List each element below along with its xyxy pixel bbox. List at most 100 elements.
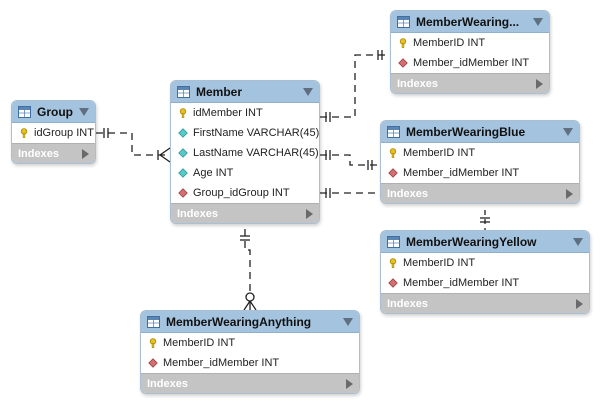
indexes-section[interactable]: Indexes: [381, 293, 589, 313]
column-label: MemberID INT: [413, 37, 486, 49]
collapse-arrow-icon[interactable]: [303, 87, 313, 96]
table-title: Group: [37, 104, 73, 119]
column-row[interactable]: Member_idMember INT: [381, 273, 589, 293]
column-label: Group_idGroup INT: [193, 187, 290, 199]
collapse-arrow-icon[interactable]: [563, 127, 573, 136]
foreign-key-icon: [398, 58, 413, 68]
column-label: MemberID INT: [403, 257, 476, 269]
collapse-arrow-icon[interactable]: [533, 17, 543, 26]
column-row[interactable]: Member_idMember INT: [141, 353, 359, 373]
column-row[interactable]: Member_idMember INT: [391, 53, 549, 73]
table-icon: [387, 125, 400, 138]
relationship-member-memberwearingyellow[interactable]: [320, 188, 490, 231]
key-icon: [148, 338, 163, 348]
column-row[interactable]: MemberID INT: [381, 253, 589, 273]
column-icon: [178, 148, 193, 158]
table-header[interactable]: Member: [171, 81, 319, 103]
column-list: MemberID INT Member_idMember INT: [141, 333, 359, 373]
table-group[interactable]: Group idGroup INT Indexes: [11, 100, 96, 164]
expand-arrow-icon[interactable]: [346, 378, 353, 389]
table-member[interactable]: Member idMember INT FirstName VARCHAR(45) L…: [170, 80, 320, 224]
relationship-group-member[interactable]: [96, 128, 171, 163]
table-member-wearing[interactable]: MemberWearing... MemberID INT Member_idMem…: [390, 10, 550, 94]
column-label: idMember INT: [193, 107, 263, 119]
relationship-member-memberwearing[interactable]: [320, 50, 390, 122]
column-label: Age INT: [193, 167, 234, 179]
expand-arrow-icon[interactable]: [576, 298, 583, 309]
table-title: Member: [196, 84, 243, 99]
table-header[interactable]: MemberWearingAnything: [141, 311, 359, 333]
column-row[interactable]: idGroup INT: [12, 123, 95, 143]
column-label: Member_idMember INT: [403, 167, 520, 179]
expand-arrow-icon[interactable]: [536, 78, 543, 89]
column-list: idMember INT FirstName VARCHAR(45) LastNam…: [171, 103, 319, 203]
indexes-label: Indexes: [18, 147, 59, 160]
foreign-key-icon: [388, 168, 403, 178]
foreign-key-icon: [388, 278, 403, 288]
column-label: MemberID INT: [163, 337, 236, 349]
indexes-label: Indexes: [387, 297, 428, 310]
table-icon: [147, 315, 160, 328]
foreign-key-icon: [178, 188, 193, 198]
indexes-section[interactable]: Indexes: [381, 183, 579, 203]
indexes-label: Indexes: [147, 377, 188, 390]
indexes-label: Indexes: [387, 187, 428, 200]
table-title: MemberWearingYellow: [406, 234, 537, 249]
column-label: FirstName VARCHAR(45): [193, 127, 320, 139]
column-row[interactable]: Member_idMember INT: [381, 163, 579, 183]
key-icon: [178, 108, 193, 118]
key-icon: [388, 148, 403, 158]
indexes-section[interactable]: Indexes: [12, 143, 95, 163]
table-header[interactable]: MemberWearingBlue: [381, 121, 579, 143]
indexes-section[interactable]: Indexes: [171, 203, 319, 223]
column-label: idGroup INT: [34, 127, 94, 139]
column-row[interactable]: MemberID INT: [141, 333, 359, 353]
column-list: idGroup INT: [12, 123, 95, 143]
column-label: Member_idMember INT: [163, 357, 280, 369]
column-label: MemberID INT: [403, 147, 476, 159]
relationship-member-memberwearinganything[interactable]: [240, 229, 257, 311]
collapse-arrow-icon[interactable]: [343, 317, 353, 326]
column-row[interactable]: Age INT: [171, 163, 319, 183]
foreign-key-icon: [148, 358, 163, 368]
column-list: MemberID INT Member_idMember INT: [381, 143, 579, 183]
indexes-section[interactable]: Indexes: [141, 373, 359, 393]
table-header[interactable]: MemberWearingYellow: [381, 231, 589, 253]
column-row[interactable]: idMember INT: [171, 103, 319, 123]
column-row[interactable]: FirstName VARCHAR(45): [171, 123, 319, 143]
column-row[interactable]: LastName VARCHAR(45): [171, 143, 319, 163]
column-row[interactable]: MemberID INT: [381, 143, 579, 163]
column-row[interactable]: MemberID INT: [391, 33, 549, 53]
table-icon: [177, 85, 190, 98]
column-icon: [178, 168, 193, 178]
relationship-member-memberwearingblue[interactable]: [320, 150, 380, 170]
collapse-arrow-icon[interactable]: [79, 107, 89, 116]
column-list: MemberID INT Member_idMember INT: [381, 253, 589, 293]
expand-arrow-icon[interactable]: [306, 208, 313, 219]
column-icon: [178, 128, 193, 138]
column-list: MemberID INT Member_idMember INT: [391, 33, 549, 73]
table-title: MemberWearingAnything: [166, 314, 312, 329]
column-label: Member_idMember INT: [403, 277, 520, 289]
collapse-arrow-icon[interactable]: [573, 237, 583, 246]
table-title: MemberWearing...: [416, 14, 520, 29]
key-icon: [388, 258, 403, 268]
column-label: LastName VARCHAR(45): [193, 147, 319, 159]
table-icon: [397, 15, 410, 28]
expand-arrow-icon[interactable]: [566, 188, 573, 199]
expand-arrow-icon[interactable]: [82, 148, 89, 159]
key-icon: [19, 128, 34, 138]
column-label: Member_idMember INT: [413, 57, 530, 69]
indexes-label: Indexes: [397, 77, 438, 90]
indexes-section[interactable]: Indexes: [391, 73, 549, 93]
column-row[interactable]: Group_idGroup INT: [171, 183, 319, 203]
table-header[interactable]: Group: [12, 101, 95, 123]
table-title: MemberWearingBlue: [406, 124, 526, 139]
table-header[interactable]: MemberWearing...: [391, 11, 549, 33]
table-icon: [387, 235, 400, 248]
indexes-label: Indexes: [177, 207, 218, 220]
